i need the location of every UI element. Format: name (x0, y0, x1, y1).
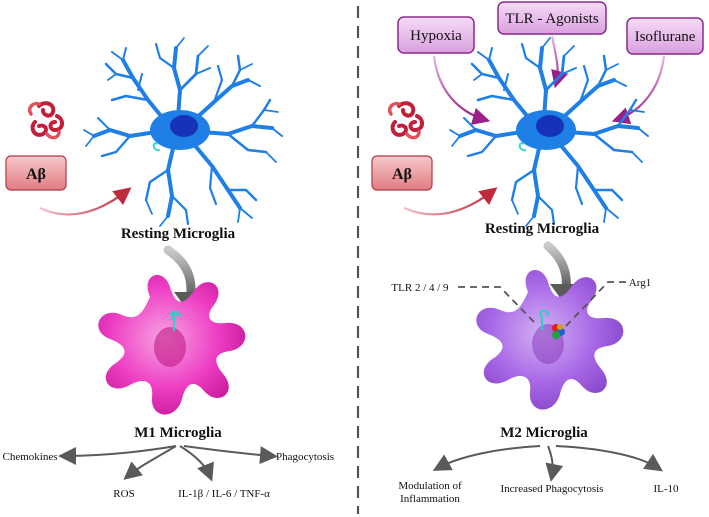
hypoxia-label: Hypoxia (410, 28, 462, 44)
abeta-label: Aβ (26, 166, 46, 183)
tlr-agonists-label: TLR - Agonists (505, 11, 599, 27)
m2-microglia-cell (476, 269, 624, 410)
m2-output-phagocytosis: Increased Phagocytosis (501, 483, 604, 495)
receptor-icon-m2 (539, 309, 550, 330)
isoflurane-label: Isoflurane (635, 29, 696, 45)
arg1-leader-line (565, 281, 626, 327)
m2-output-il10: IL-10 (653, 483, 679, 495)
m2-output-arrows (432, 445, 663, 482)
amyloid-aggregate-icon (27, 101, 65, 140)
resting-microglia-cell-right (448, 36, 650, 228)
m2-output-modulation-line1: Modulation of (398, 480, 462, 492)
m2-microglia-label: M2 Microglia (500, 425, 588, 441)
arg1-label: Arg1 (629, 277, 651, 289)
abeta-box-right: Aβ (371, 155, 433, 191)
receptor-icon (170, 310, 182, 331)
abeta-to-resting-arrow (39, 187, 132, 216)
arg1-marker-icon (552, 324, 565, 339)
isoflurane-box: Isoflurane (626, 17, 704, 55)
abeta-label-right: Aβ (392, 166, 412, 183)
m1-microglia-cell (98, 274, 246, 415)
m1-output-ros: ROS (113, 488, 134, 500)
tlr-agonists-box: TLR - Agonists (497, 1, 607, 35)
resting-microglia-cell (82, 36, 284, 228)
m2-output-modulation-line2: Inflammation (400, 493, 460, 505)
m1-output-phagocytosis: Phagocytosis (276, 451, 334, 463)
amyloid-aggregate-icon-right (387, 101, 425, 140)
resting-microglia-label: Resting Microglia (121, 226, 236, 242)
tlr-leader-line (458, 286, 535, 323)
m1-microglia-label: M1 Microglia (134, 425, 222, 441)
m1-output-chemokines: Chemokines (3, 451, 58, 463)
resting-microglia-label-right: Resting Microglia (485, 221, 600, 237)
m1-output-cytokines: IL-1β / IL-6 / TNF-α (178, 488, 270, 500)
resting-to-m2-arrow (543, 241, 571, 295)
abeta-to-resting-arrow-right (403, 187, 498, 216)
hypoxia-box: Hypoxia (397, 16, 475, 54)
abeta-box: Aβ (5, 155, 67, 191)
tlr-receptor-label: TLR 2 / 4 / 9 (391, 282, 449, 294)
m1-output-arrows (58, 445, 278, 482)
